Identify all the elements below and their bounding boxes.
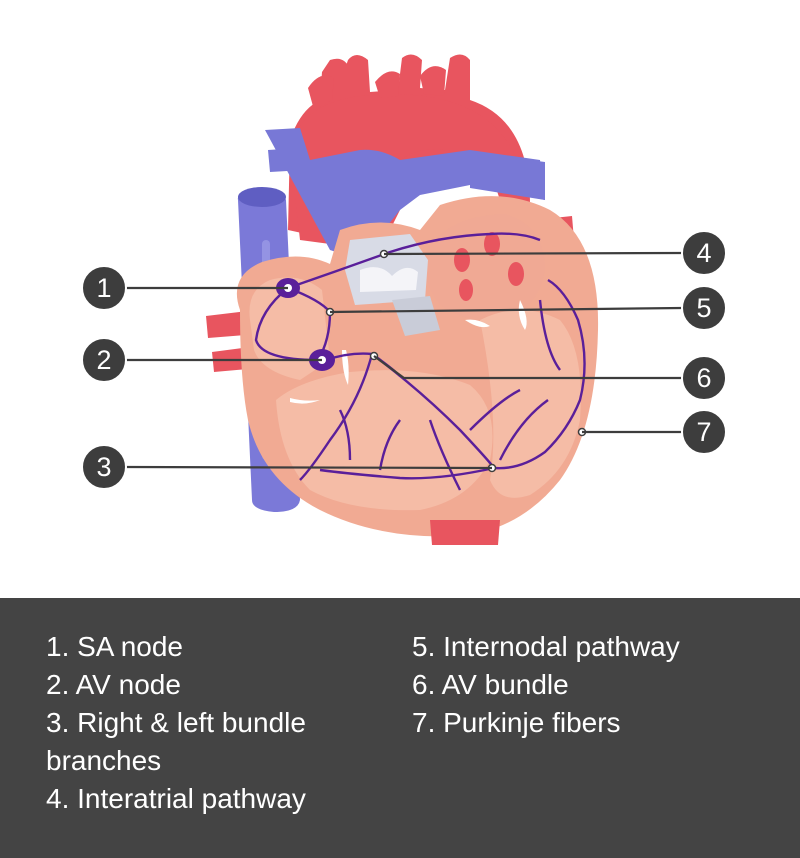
leader-line-3 bbox=[125, 465, 493, 470]
legend-panel: 1. SA node 2. AV node 3. Right & left bu… bbox=[0, 598, 800, 858]
legend-right-column: 5. Internodal pathway 6. AV bundle 7. Pu… bbox=[412, 628, 772, 742]
marker-7: 7 bbox=[681, 409, 727, 455]
marker-5: 5 bbox=[681, 285, 727, 331]
marker-1: 1 bbox=[81, 265, 127, 311]
leader-line-5 bbox=[329, 306, 683, 314]
leader-line-6 bbox=[373, 355, 682, 380]
legend-item: 3. Right & left bundle branches bbox=[46, 707, 306, 776]
legend-item: 6. AV bundle bbox=[412, 669, 569, 700]
heart-diagram: 1 2 3 4 5 6 7 bbox=[81, 54, 727, 545]
heart-illustration bbox=[125, 54, 683, 545]
legend-item: 5. Internodal pathway bbox=[412, 631, 680, 662]
leader-lines bbox=[125, 251, 683, 470]
marker-4: 4 bbox=[681, 230, 727, 276]
legend-item: 7. Purkinje fibers bbox=[412, 707, 621, 738]
marker-3: 3 bbox=[81, 444, 127, 490]
leader-line-4 bbox=[383, 251, 683, 256]
legend-left-column: 1. SA node 2. AV node 3. Right & left bu… bbox=[46, 628, 386, 818]
marker-2: 2 bbox=[81, 337, 127, 383]
legend-item: 2. AV node bbox=[46, 669, 181, 700]
marker-6: 6 bbox=[681, 355, 727, 401]
legend-item: 1. SA node bbox=[46, 631, 184, 662]
legend-item: 4. Interatrial pathway bbox=[46, 783, 306, 814]
